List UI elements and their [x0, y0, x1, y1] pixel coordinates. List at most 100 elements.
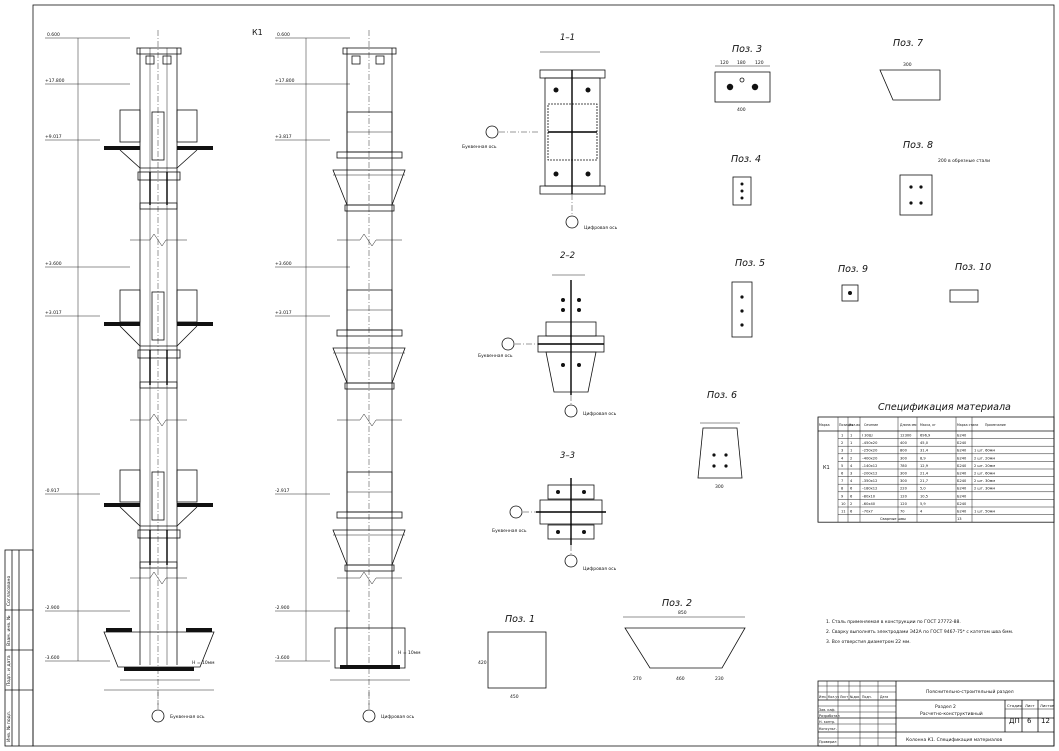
- section-3-title: 3–3: [560, 451, 575, 461]
- pos-4: Поз. 4: [731, 154, 761, 206]
- spec-cell: Б240: [957, 487, 967, 491]
- spec-cell: 2: [850, 456, 852, 460]
- spec-cell: 6: [850, 487, 853, 491]
- spec-header: Кол-во: [849, 423, 860, 427]
- pos-8-note: 200 в обрезные стали: [938, 158, 990, 164]
- spec-cell: 6: [841, 472, 844, 476]
- spec-cell: –450х20: [862, 441, 878, 445]
- s1-axis-a: Буквенная ось: [462, 144, 497, 150]
- column-elevation-right: 0.600 +17.800 +3.817 +3.600 +3.017 -2.91…: [275, 30, 421, 723]
- pos-3-title: Поз. 3: [732, 44, 762, 55]
- spec-cell: Б240: [957, 472, 967, 476]
- spec-header: Масса, кг: [920, 423, 936, 427]
- pos-6-title: Поз. 6: [707, 390, 737, 401]
- tb-role-2: Н. контр.: [819, 720, 835, 724]
- spec-header: Примечание: [985, 423, 1006, 427]
- spec-cell: –60х40: [862, 502, 876, 506]
- section-3-3: 3–3 Буквенная ось Цифровая ось: [492, 451, 617, 572]
- spec-cell: 31,4: [920, 449, 929, 453]
- elev-r-4: +3.017: [275, 310, 292, 316]
- tb-sheet-label: Лист: [1025, 703, 1035, 708]
- elev-r-5: -2.917: [275, 488, 290, 494]
- spec-cell: 4: [850, 479, 853, 483]
- spec-cell: 1: [841, 434, 843, 438]
- spec-cell: 10,5: [920, 494, 928, 498]
- spec-cell: 11: [841, 510, 846, 514]
- spec-cell: I 30Ш: [862, 434, 873, 438]
- spec-cell: 120: [900, 494, 908, 498]
- tb-sheets: 12: [1041, 717, 1050, 725]
- section-2-title: 2–2: [560, 251, 575, 261]
- pos-2-b2: 230: [715, 676, 724, 682]
- spec-cell: Б240: [957, 494, 967, 498]
- pos-2: Поз. 2 850 270 460 230: [623, 598, 746, 682]
- pos-1: Поз. 1 450 420: [478, 614, 547, 700]
- spec-cell: 2 шт. 30мм: [974, 479, 995, 483]
- spec-title: Спецификация материала: [878, 402, 1011, 413]
- pos-6: Поз. 6 300: [697, 390, 743, 490]
- spec-cell: 10: [841, 502, 846, 506]
- side-stamp-1: Инв. № подл.: [6, 711, 12, 742]
- notes: 1. Сталь применяемая в конструкции по ГО…: [826, 619, 1013, 645]
- spec-cell: 1: [850, 434, 852, 438]
- column-elevation-left: 0.600 +17.800 +9.017 +3.600 +3.017 -0.91…: [45, 30, 215, 723]
- spec-cell: 21,4: [920, 472, 929, 476]
- spec-cell: Б240: [957, 449, 967, 453]
- tb-sheets-label: Листов: [1040, 703, 1055, 708]
- spec-cell: 1: [850, 441, 852, 445]
- tb-stage: ДП: [1009, 717, 1020, 725]
- spec-total-label: Сварные швы: [880, 517, 906, 521]
- spec-cell: 120: [900, 502, 908, 506]
- pos-1-w: 450: [510, 694, 519, 700]
- side-stamp-3: Взам. инв. №: [6, 615, 12, 646]
- pos-4-title: Поз. 4: [731, 154, 761, 165]
- elev-l-4: +3.017: [45, 310, 62, 316]
- spec-cell: Б240: [957, 456, 967, 460]
- spec-cell: 1: [850, 449, 852, 453]
- spec-cell: 12300: [900, 434, 912, 438]
- note-3: 3. Все отверстия диаметром 22 мм.: [826, 639, 911, 645]
- spec-cell: 6: [850, 510, 853, 514]
- spec-cell: –70х7: [862, 510, 873, 514]
- spec-cell: 300: [900, 456, 908, 460]
- spec-cell: Б240: [957, 502, 967, 506]
- pos-2-title: Поз. 2: [662, 598, 692, 609]
- pos-2-b1: 460: [676, 676, 685, 682]
- spec-cell: 2: [841, 441, 843, 445]
- spec-header: Марка стали: [957, 423, 978, 427]
- spec-cell: 2 шт. 60мм: [974, 472, 995, 476]
- tb-col-3: №док: [850, 695, 859, 699]
- tb-sheet: 6: [1027, 717, 1032, 725]
- spec-cell: –250х20: [862, 449, 878, 453]
- elev-r-2: +3.817: [275, 134, 292, 140]
- spec-header: Позиция: [839, 423, 853, 427]
- spec-cell: 7: [841, 479, 843, 483]
- section-1-title: 1–1: [560, 33, 575, 43]
- spec-cell: 5,0: [920, 487, 926, 491]
- tb-stage-label: Стадия: [1007, 703, 1022, 708]
- spec-cell: 400: [900, 441, 908, 445]
- spec-cell: –350х12: [862, 479, 877, 483]
- spec-cell: Б240: [957, 441, 967, 445]
- spec-cell: 1 шт. 50мм: [974, 510, 995, 514]
- spec-cell: 3: [841, 449, 843, 453]
- spec-total-value: 13: [957, 517, 962, 521]
- pos-9: Поз. 9: [838, 264, 868, 302]
- tb-main-title: Пояснительно-строительный раздел: [926, 688, 1014, 695]
- sheet-frame: [32, 4, 1055, 747]
- elev-r-3: +3.600: [275, 261, 292, 267]
- spec-cell: –200х12: [862, 472, 877, 476]
- pos-3-d0: 120: [720, 60, 729, 66]
- spec-cell: 8,9: [920, 456, 926, 460]
- tb-section: Раздел 2: [935, 704, 956, 710]
- elev-r-6: -2.900: [275, 605, 290, 611]
- pos-1-h: 420: [478, 660, 487, 666]
- spec-cell: 300: [900, 479, 908, 483]
- spec-cell: 45,0: [920, 441, 929, 445]
- pos-7-w: 300: [903, 62, 912, 68]
- pos-3-w: 400: [737, 107, 746, 113]
- s2-axis-a: Буквенная ось: [478, 353, 513, 359]
- spec-cell: 3: [850, 472, 852, 476]
- axis-label-right: Цифровая ось: [381, 714, 415, 720]
- elev-r-1: +17.800: [275, 78, 295, 84]
